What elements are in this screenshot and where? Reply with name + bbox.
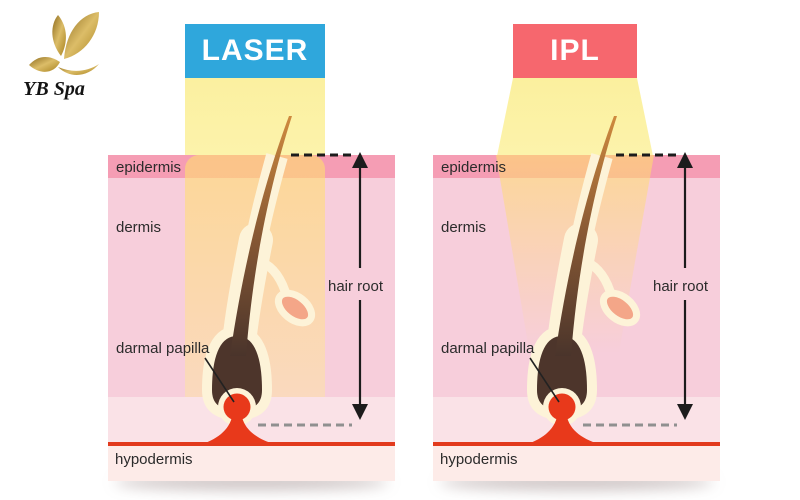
- hypodermis-label: hypodermis: [440, 451, 518, 468]
- epidermis-label: epidermis: [116, 159, 182, 176]
- hair-shaft: [230, 116, 292, 356]
- dermal-papilla-label: darmal papilla: [116, 340, 210, 357]
- hair-root-label: hair root: [653, 278, 709, 295]
- blood-vessel-line: [108, 442, 395, 446]
- butterfly-icon: [29, 12, 99, 75]
- laser-title: LASER: [185, 24, 325, 78]
- sebaceous-gland: [274, 289, 316, 327]
- hypodermis-layer: [108, 446, 395, 481]
- hypodermis-layer: [433, 446, 720, 481]
- hair-follicle: [201, 116, 316, 443]
- hypodermis-label: hypodermis: [115, 451, 193, 468]
- arrow-down-head: [352, 404, 368, 420]
- ipl-title: IPL: [513, 24, 637, 78]
- arrow-up-head: [352, 152, 368, 168]
- dermis-label: dermis: [441, 219, 487, 236]
- papilla-stem: [205, 409, 271, 443]
- measurement-annotations: [204, 152, 368, 427]
- laser-beam: [185, 78, 325, 156]
- epidermis-label: epidermis: [441, 159, 507, 176]
- sebaceous-gland-duct: [249, 253, 290, 296]
- dermis-label: dermis: [116, 219, 162, 236]
- dermal-papilla: [223, 393, 251, 421]
- blood-vessel-line: [433, 442, 720, 446]
- hair-root-label: hair root: [328, 278, 384, 295]
- brand-name: YB Spa: [23, 78, 85, 100]
- dermal-papilla-label: darmal papilla: [441, 340, 535, 357]
- ipl-beam: [497, 78, 653, 156]
- papilla-pointer-line: [204, 357, 235, 403]
